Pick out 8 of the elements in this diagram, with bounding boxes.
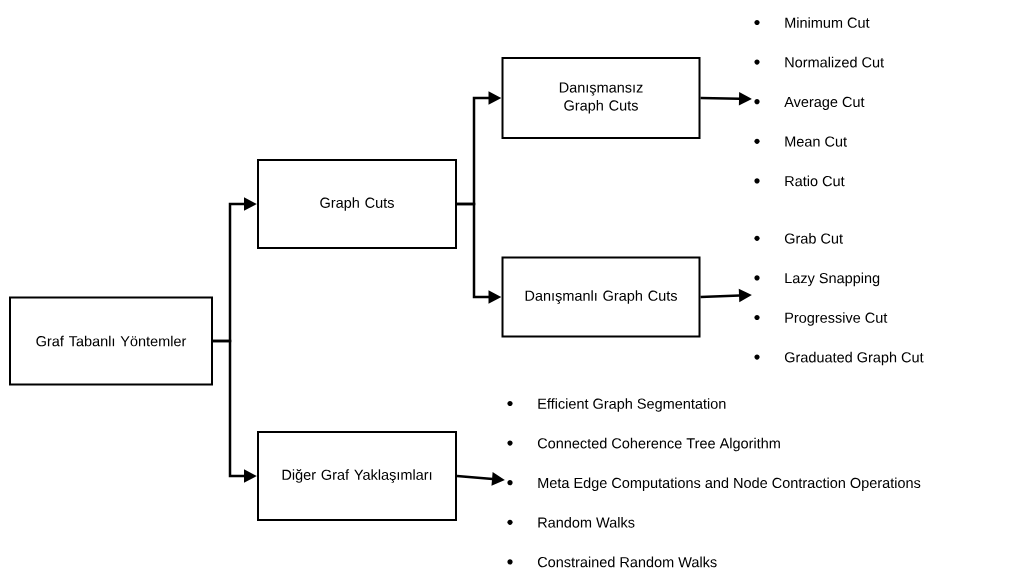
process-box: Graf Tabanlı Yöntemler	[9, 296, 213, 386]
bullet-list: Minimum Cut Normalized Cut Average Cut Mean Cut Ratio Cut	[784, 17, 884, 187]
bullet-list: Grab Cut Lazy Snapping Progressive Cut Graduated Graph Cut	[784, 233, 924, 366]
process-box: Danışmansız Graph Cuts	[501, 57, 701, 139]
process-box: Diğer Graf Yaklaşımları	[257, 431, 457, 521]
process-box: Danışmanlı Graph Cuts	[501, 256, 701, 338]
bullet-list: Efficient Graph Segmentation Connected Coherence Tree Algorithm Meta Edge Computations and Node Contraction Operations Random Walks Constrained Random Walks	[537, 398, 921, 568]
process-box: Graph Cuts	[257, 159, 457, 249]
